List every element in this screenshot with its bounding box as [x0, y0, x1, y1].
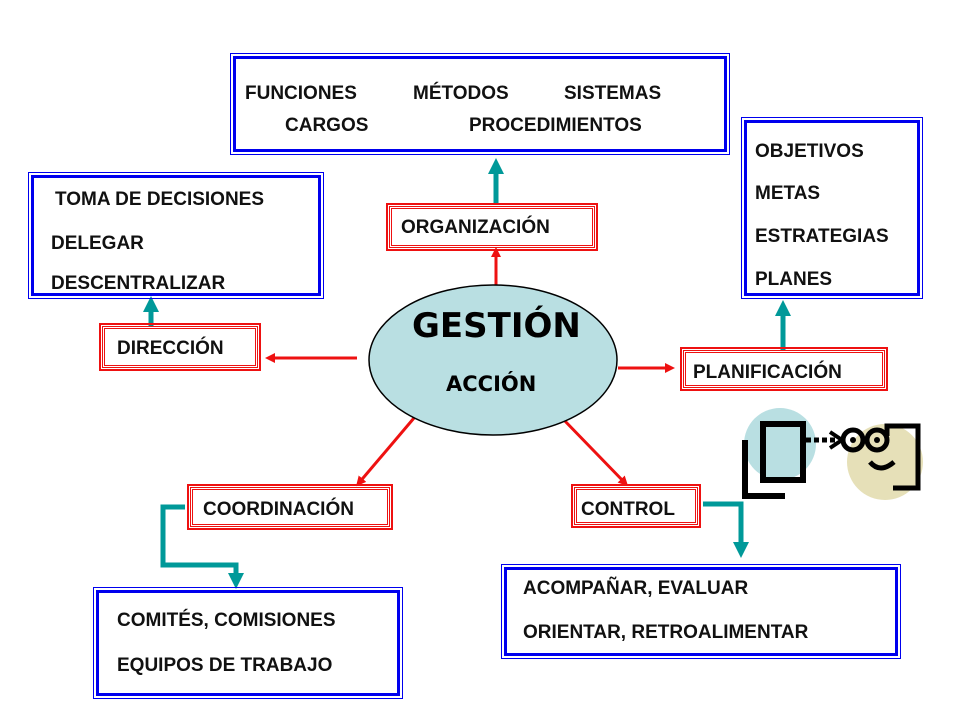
node-planificacion-label: PLANIFICACIÓN	[693, 362, 842, 383]
coord-item-2: EQUIPOS DE TRABAJO	[117, 655, 333, 676]
node-coordinacion-label: COORDINACIÓN	[203, 499, 354, 520]
arrow-control-elbow	[703, 501, 749, 558]
dir-item-3: DESCENTRALIZAR	[51, 273, 226, 294]
document-icon	[742, 408, 846, 499]
org-sistemas: SISTEMAS	[564, 83, 662, 104]
node-direccion: DIRECCIÓN	[99, 323, 261, 371]
control-detail-box: ACOMPAÑAR, EVALUAR ORIENTAR, RETROALIMEN…	[501, 564, 901, 659]
coordinacion-detail-box: COMITÉS, COMISIONES EQUIPOS DE TRABAJO	[93, 587, 403, 699]
arrow-coordinacion-elbow	[160, 504, 244, 589]
smiling-face-icon	[840, 423, 923, 500]
center-title: GESTIÓN	[412, 306, 581, 346]
org-cargos: CARGOS	[285, 115, 369, 136]
org-procedimientos: PROCEDIMIENTOS	[469, 115, 642, 136]
control-item-2: ORIENTAR, RETROALIMENTAR	[523, 622, 809, 643]
control-item-1: ACOMPAÑAR, EVALUAR	[523, 578, 749, 599]
plan-item-4: PLANES	[755, 269, 833, 290]
organizacion-detail-box: FUNCIONES MÉTODOS SISTEMAS CARGOS PROCED…	[230, 53, 730, 155]
plan-item-2: METAS	[755, 183, 821, 204]
dir-item-1: TOMA DE DECISIONES	[55, 189, 265, 210]
org-metodos: MÉTODOS	[413, 83, 509, 104]
arrow-to-control	[560, 416, 629, 487]
direccion-detail-box: TOMA DE DECISIONES DELEGAR DESCENTRALIZA…	[28, 172, 324, 299]
node-control: CONTROL	[571, 484, 701, 528]
plan-item-3: ESTRATEGIAS	[755, 226, 889, 247]
center-ellipse	[368, 284, 618, 436]
node-control-label: CONTROL	[581, 499, 675, 520]
dir-item-2: DELEGAR	[51, 233, 144, 254]
plan-item-1: OBJETIVOS	[755, 141, 864, 162]
center-subtitle: ACCIÓN	[446, 372, 537, 396]
coord-item-1: COMITÉS, COMISIONES	[117, 610, 336, 631]
node-planificacion: PLANIFICACIÓN	[680, 347, 888, 391]
node-coordinacion: COORDINACIÓN	[187, 484, 393, 530]
arrow-to-coordinacion	[356, 417, 416, 487]
node-organizacion: ORGANIZACIÓN	[386, 203, 598, 251]
planificacion-detail-box: OBJETIVOS METAS ESTRATEGIAS PLANES	[741, 117, 923, 299]
node-organizacion-label: ORGANIZACIÓN	[401, 217, 550, 238]
org-funciones: FUNCIONES	[245, 83, 357, 104]
node-direccion-label: DIRECCIÓN	[117, 338, 224, 359]
